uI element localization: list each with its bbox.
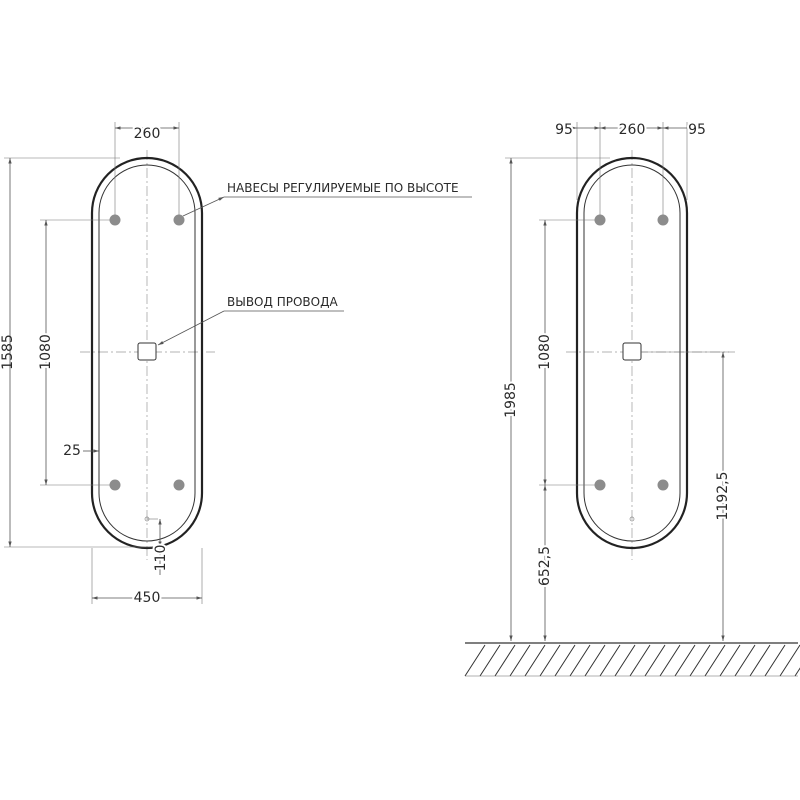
wire-outlet-callout-leader: [157, 310, 225, 346]
left-hanger-vertical-spacing-label: 1080: [38, 334, 54, 370]
left-total-height-label: 1585: [0, 334, 16, 370]
right-hanger-bottom-left: [594, 479, 606, 491]
floor-hatch: [464, 644, 800, 677]
right-outlet-height-label: 1192,5: [715, 472, 731, 521]
left-hanger-top-left: [109, 214, 121, 226]
left-wire-outlet: [137, 342, 157, 361]
right-hanger-spacing-label: 260: [619, 122, 646, 138]
right-view: 95 260 95 1985 1080 652,5 1192,5: [464, 120, 800, 677]
left-view: 260 1585 1080 25 110 450 НАВЕСЫ РЕГУЛИРУ…: [0, 122, 472, 608]
right-left-side-label: 95: [555, 122, 573, 138]
right-mirror-inner-outline: [583, 164, 681, 542]
right-right-side-label: 95: [688, 122, 706, 138]
left-inset-label: 25: [63, 443, 81, 459]
left-top-hanger-spacing-label: 260: [134, 126, 161, 142]
left-hanger-bottom-left: [109, 479, 121, 491]
right-hanger-top-right: [657, 214, 669, 226]
hangers-callout-text: НАВЕСЫ РЕГУЛИРУЕМЫЕ ПО ВЫСОТЕ: [227, 181, 459, 195]
left-bottom-offset-label: 110: [153, 545, 169, 572]
right-hanger-vertical-spacing-label: 1080: [537, 334, 553, 370]
right-hanger-bottom-right: [657, 479, 669, 491]
right-wire-outlet: [622, 342, 642, 361]
left-hanger-top-right: [173, 214, 185, 226]
right-lower-hanger-height-label: 652,5: [537, 546, 553, 586]
left-hanger-bottom-right: [173, 479, 185, 491]
right-bottom-sensor: [629, 516, 635, 522]
left-mirror-inner-outline: [98, 164, 196, 542]
right-hanger-top-left: [594, 214, 606, 226]
right-mirror-outer-outline: [575, 156, 689, 550]
hangers-callout-leader: [182, 196, 225, 217]
left-total-width-label: 450: [134, 590, 161, 606]
right-height-to-top-label: 1985: [503, 382, 519, 418]
left-mirror-outer-outline: [90, 156, 204, 550]
wire-outlet-callout-text: ВЫВОД ПРОВОДА: [227, 295, 338, 309]
